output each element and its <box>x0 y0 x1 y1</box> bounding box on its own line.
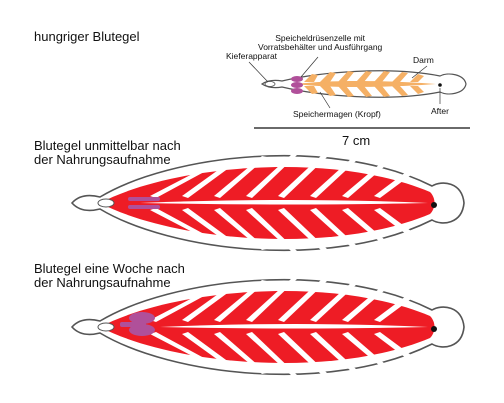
hungry-pointer-lines <box>248 56 441 109</box>
salivary-label: Speicheldrüsenzelle mit Vorratsbehälter … <box>258 33 383 53</box>
fed-salivary-glands <box>128 197 160 209</box>
hungry-leech <box>248 56 470 129</box>
fed-gut-septa <box>140 154 428 252</box>
fed-leech-title: Blutegel unmittelbar nach der Nahrungsau… <box>34 138 181 168</box>
scale-label: 7 cm <box>342 133 371 148</box>
hungry-jaw <box>264 81 276 87</box>
fed-title-line1: Blutegel unmittelbar nach <box>34 138 181 153</box>
jaw-label: Kieferapparat <box>226 51 278 61</box>
week-leech <box>70 278 465 376</box>
stomach-label: Speichermagen (Kropf) <box>293 109 381 119</box>
week-salivary-glands <box>120 312 155 336</box>
hungry-crop-center <box>296 81 436 87</box>
anus-label: After <box>431 106 449 116</box>
week-jaw <box>97 322 115 332</box>
hungry-crop-lobes <box>304 71 424 97</box>
week-title-line1: Blutegel eine Woche nach <box>34 261 185 276</box>
hungry-gut <box>296 71 436 97</box>
week-gut-septa <box>150 278 428 376</box>
salivary-label-line1: Speicheldrüsenzelle mit <box>275 33 366 43</box>
week-leech-title: Blutegel eine Woche nach der Nahrungsauf… <box>34 261 185 291</box>
hungry-anus <box>438 83 442 87</box>
gut-label: Darm <box>413 55 434 65</box>
hungry-salivary-glands <box>291 76 303 94</box>
fed-anus <box>431 202 437 208</box>
salivary-label-line2: Vorratsbehälter und Ausführgang <box>258 42 383 53</box>
fed-leech <box>70 154 465 252</box>
fed-title-line2: der Nahrungsaufnahme <box>34 152 171 168</box>
week-title-line2: der Nahrungsaufnahme <box>34 275 171 291</box>
hungry-leech-title: hungriger Blutegel <box>34 29 140 44</box>
fed-jaw <box>97 198 115 208</box>
week-anus <box>431 326 437 332</box>
